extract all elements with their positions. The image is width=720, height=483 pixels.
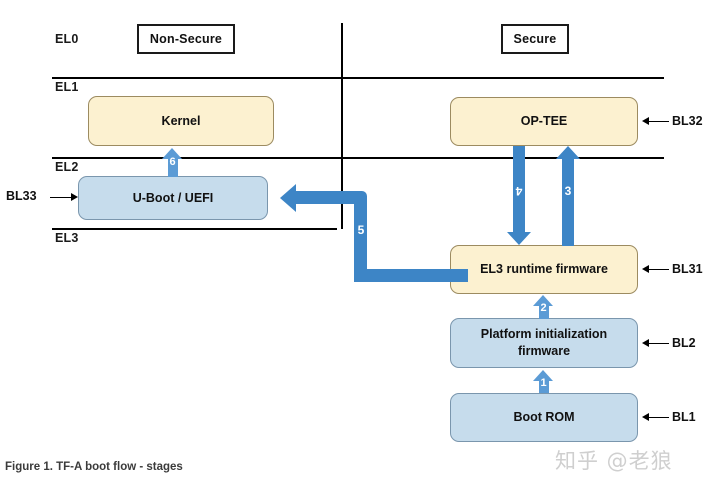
el1-rule (52, 77, 664, 79)
node-kernel[interactable]: Kernel (88, 96, 274, 146)
step-5-number: 5 (357, 223, 365, 237)
node-op-tee[interactable]: OP-TEE (450, 97, 638, 146)
step-6-arrowhead (162, 148, 182, 159)
bl32-arrowhead (642, 117, 649, 125)
step-3-arrowhead (556, 146, 580, 159)
step-arrow-3: 3 (556, 146, 580, 246)
bl-label-bl1: BL1 (672, 410, 696, 424)
bl-label-bl2: BL2 (672, 336, 696, 350)
step-arrow-5: 5 (268, 183, 468, 283)
step-6-shaft (167, 158, 178, 177)
node-el3-runtime-firmware[interactable]: EL3 runtime firmware (450, 245, 638, 294)
world-chip-secure: Secure (501, 24, 569, 54)
step-4-arrowhead (507, 232, 531, 245)
bl33-leader-line (50, 197, 72, 198)
step-5-arrowhead (280, 183, 296, 212)
el-label-el3: EL3 (55, 231, 79, 245)
step-arrow-2: 2 (533, 295, 554, 319)
bl31-leader-line (648, 269, 669, 270)
step-arrow-4: 4 (507, 146, 531, 246)
step-2-arrowhead (533, 295, 553, 306)
bl32-leader-line (648, 121, 669, 122)
figure-caption: Figure 1. TF-A boot flow - stages (5, 461, 183, 473)
bl-label-bl31: BL31 (672, 262, 703, 276)
node-boot-rom[interactable]: Boot ROM (450, 393, 638, 442)
step-6-number: 6 (169, 156, 176, 168)
step-arrow-6: 6 (162, 148, 183, 177)
bl2-arrowhead (642, 339, 649, 347)
step-2-number: 2 (540, 302, 547, 314)
step-arrow-1: 1 (533, 370, 554, 393)
step-3-number: 3 (564, 184, 572, 198)
bl33-arrowhead (71, 193, 78, 201)
bl1-leader-line (648, 417, 669, 418)
step-2-shaft (538, 305, 549, 319)
el2-rule (52, 157, 664, 159)
step-5-shaft-bottom (354, 269, 468, 282)
world-chip-non-secure: Non-Secure (137, 24, 235, 54)
step-1-shaft (538, 380, 549, 393)
el-label-el1: EL1 (55, 80, 79, 94)
world-divider (341, 23, 343, 229)
el3-rule (52, 228, 337, 230)
step-4-shaft (513, 146, 525, 234)
node-platform-initialization-firmware[interactable]: Platform initialization firmware (450, 318, 638, 368)
bl-label-bl32: BL32 (672, 114, 703, 128)
node-uboot-uefi[interactable]: U-Boot / UEFI (78, 176, 268, 220)
bl31-arrowhead (642, 265, 649, 273)
el-label-el2: EL2 (55, 160, 79, 174)
bl1-arrowhead (642, 413, 649, 421)
watermark: 知乎 @老狼 (555, 449, 673, 473)
el-label-el0: EL0 (55, 32, 79, 46)
step-5-shaft-riser (354, 191, 367, 277)
bl-label-bl33: BL33 (6, 189, 37, 203)
step-4-number: 4 (515, 184, 523, 198)
step-1-number: 1 (540, 377, 547, 389)
bl2-leader-line (648, 343, 669, 344)
step-1-arrowhead (533, 370, 553, 381)
step-5-shaft-top (296, 191, 362, 204)
step-3-shaft (562, 158, 574, 246)
